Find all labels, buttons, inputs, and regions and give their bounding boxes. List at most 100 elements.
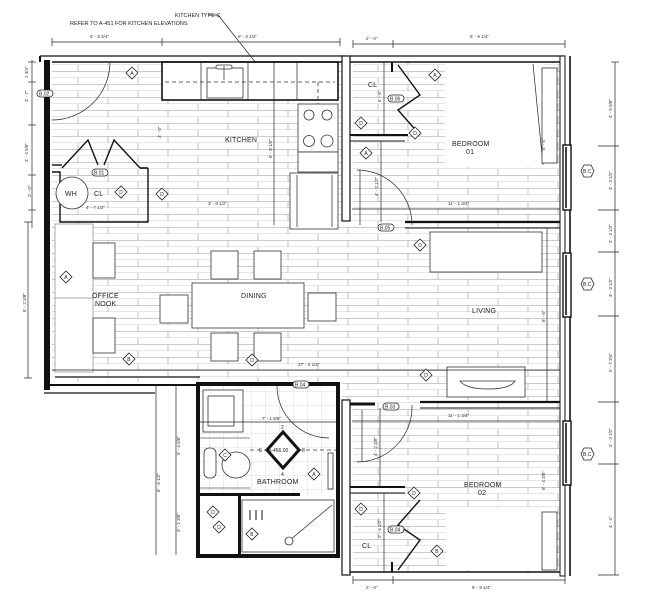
keynote-b: B <box>250 532 254 538</box>
room-labels: KITCHEN DINING OFFICE NOOK LIVING BEDROO… <box>92 82 502 550</box>
dim-b2-width: 11' - 1 3/4" <box>448 413 470 418</box>
kitchen-ref-label: REFER TO A-451 FOR KITCHEN ELEVATIONS <box>70 21 188 27</box>
dining-chair <box>210 250 239 280</box>
nightstand <box>541 511 558 571</box>
keynote-d: D <box>413 131 417 137</box>
bottom-dimensions: 2' - 0" 8' - 9 1/4" <box>352 576 566 590</box>
door-tag-b1: B.05 <box>380 226 391 232</box>
windows <box>562 144 572 486</box>
room-label-bathroom: BATHROOM <box>257 479 299 486</box>
doors <box>51 61 421 571</box>
dim-bath-vert2: 3' - 1 3/8" <box>176 513 181 532</box>
dining-chair <box>307 292 337 322</box>
keynote-d: D <box>418 243 422 249</box>
door-tag-b2-closet: B.04 <box>390 528 401 534</box>
nightstand <box>541 67 558 164</box>
window-tag-3: B.C <box>583 452 592 458</box>
dim-wh-width: 4' - 7 1/2" <box>86 205 105 210</box>
room-label-nook: NOOK <box>95 301 117 308</box>
wh-bifold-door <box>61 138 99 169</box>
dim-b1-door-vert: 4' - 2 1/2" <box>374 177 379 196</box>
window-living <box>562 252 572 318</box>
dim-kitchen-width: 3' - 8 1/2" <box>208 201 227 206</box>
keynote-d: D <box>359 121 363 127</box>
living-console <box>429 231 543 273</box>
kitchen-casework <box>161 61 339 230</box>
keynote-a: A <box>364 151 368 157</box>
dim-b2-door-vert: 4' - 2 3/8" <box>373 437 378 456</box>
room-label-dining: DINING <box>241 293 267 300</box>
dim-b1-closet-vert: 5' - 6" <box>377 90 382 102</box>
dining-table <box>191 282 305 329</box>
keynote-d: D <box>217 525 221 531</box>
refrigerator <box>289 172 339 230</box>
door-tags: B.02 B.01 B.06 B.05 B.04 B.03 B.04 <box>36 89 405 534</box>
dining-chair <box>159 294 189 324</box>
room-label-office: OFFICE <box>92 293 119 300</box>
window-b2 <box>562 420 572 486</box>
top-dimensions: 5' - 8 3/4" 9' - 3 1/2" 2' - 0" 8' - 9 1… <box>51 34 566 48</box>
b2-closet-door <box>396 499 421 571</box>
left-dimensions: 1 3/4" 3' - 7" 3' - 4 5/8" 2' - 0" 8' - … <box>22 60 36 379</box>
window-tags: B.C B.C B.C <box>580 164 595 461</box>
dim-dining-span: 27' - 0 1/2" <box>298 362 320 367</box>
window-tag-2: B.C <box>583 282 592 288</box>
dim-left-2: 3' - 7" <box>24 90 29 102</box>
wh-closet-label: CL <box>94 191 103 198</box>
keynote-d: D <box>119 190 123 196</box>
kitchen-type-label: KITCHEN TYPE C <box>175 13 220 19</box>
dim-b2-side: 8' - 4 3/8" <box>541 471 546 490</box>
elevation-s: 4 <box>281 472 284 478</box>
dim-left-4: 2' - 0" <box>27 185 32 197</box>
room-label-bedroom-01: BEDROOM <box>452 141 490 148</box>
office-chair <box>92 242 116 279</box>
dim-right-2: 3' - 3 1/2" <box>608 171 613 190</box>
keynote-d: D <box>250 358 254 364</box>
b1-closet-door <box>396 64 421 136</box>
room-label-bedroom-02: BEDROOM <box>464 482 502 489</box>
dim-kitchen-small: 3' - 0" <box>157 126 162 138</box>
dining-chair <box>253 250 282 280</box>
elevation-n: 2 <box>281 425 284 431</box>
door-tag-bath: B.04 <box>295 383 306 389</box>
dim-right-6: 2' - 3 1/2" <box>608 428 613 447</box>
door-tag-wh: B.01 <box>94 171 105 177</box>
elevation-w: 5 <box>259 448 262 454</box>
dim-bottom-b2-closet: 2' - 0" <box>366 585 378 590</box>
keynote-c: C <box>223 453 227 459</box>
dim-bath-vert1: 5' - 4 5/8" <box>176 436 181 455</box>
dim-right-3: 2' - 3 1/2" <box>608 224 613 243</box>
keynote-a: A <box>433 73 437 79</box>
keynote-d: D <box>160 192 164 198</box>
keynote-d: D <box>424 373 428 379</box>
keynote-markers: A A D D A D D D A B D D C A D D B D D B <box>59 66 444 558</box>
elevation-ref-label: A-456.00 <box>268 448 289 454</box>
keynote-a: A <box>130 71 134 77</box>
door-tag-b2: B.03 <box>385 405 396 411</box>
keynote-d: D <box>211 510 215 516</box>
door-tag-b1-closet: B.06 <box>390 97 401 103</box>
dim-top-left: 5' - 8 3/4" <box>90 34 109 39</box>
keynote-a: A <box>64 275 68 281</box>
toilet <box>221 451 251 479</box>
dining-chair <box>210 332 239 362</box>
room-label-kitchen: KITCHEN <box>225 137 257 144</box>
leader-line <box>208 14 261 69</box>
keynote-b: B <box>127 357 131 363</box>
dim-top-b1-room: 8' - 9 1/4" <box>470 34 489 39</box>
b2-door-swing <box>356 404 413 463</box>
entry-door-swing <box>51 61 111 121</box>
window-b1 <box>562 144 572 211</box>
keynote-d: D <box>359 507 363 513</box>
dim-top-mid: 9' - 3 1/2" <box>238 34 257 39</box>
right-dimensions: 4' - 0 5/8" 3' - 3 1/2" 2' - 3 1/2" 3' -… <box>598 61 619 576</box>
room-label-living: LIVING <box>472 308 496 315</box>
elevation-e: 3 <box>302 448 305 454</box>
furniture <box>54 62 558 571</box>
dim-b1-side: 6' - 6" <box>541 138 546 150</box>
room-label-bedroom-01-num: 01 <box>466 149 474 156</box>
keynote-a: A <box>312 472 316 478</box>
dim-left-1: 1 3/4" <box>24 66 29 78</box>
interior-elevation-marker: A-456.00 2 3 4 5 <box>259 425 305 478</box>
